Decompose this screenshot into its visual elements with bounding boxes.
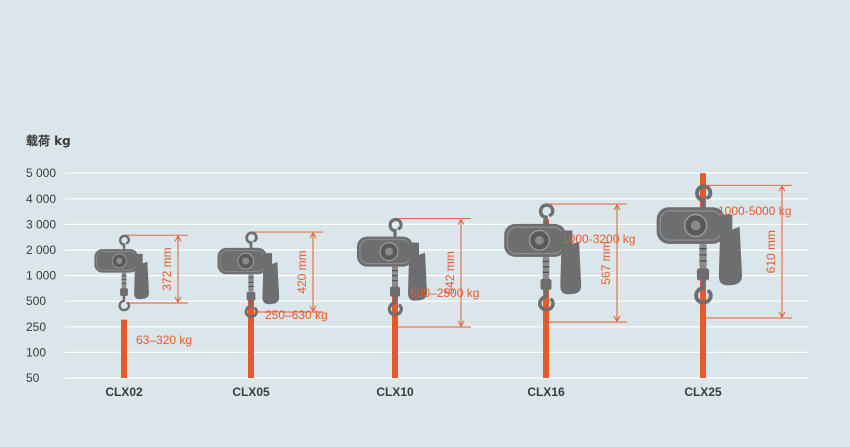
y-tick-label: 1 000 [26, 269, 56, 283]
y-tick-label: 3 000 [26, 217, 56, 231]
dimension-arrow [778, 311, 786, 318]
chain [121, 272, 127, 289]
chain-links [121, 275, 127, 284]
capacity-label: 250–630 kg [265, 308, 328, 322]
motor-hub [385, 247, 393, 256]
bottom-block [246, 291, 256, 301]
chain-links [699, 248, 707, 262]
capacity-label: 1000-3200 kg [562, 232, 635, 246]
chain [248, 274, 254, 292]
bottom-block [120, 288, 128, 296]
y-tick-label: 500 [26, 294, 46, 308]
y-tick-label: 2 000 [26, 243, 56, 257]
capacity-label: 63–320 kg [136, 333, 192, 347]
hoist-clx16 [504, 203, 582, 312]
y-tick-label: 5 000 [26, 166, 56, 180]
chain-bag [560, 241, 582, 295]
bar-clx05 [248, 294, 254, 378]
x-axis-labels: CLX02 CLX05 CLX10 CLX16 CLX25 [105, 385, 722, 399]
chain-bag [134, 261, 149, 300]
x-tick-label: CLX05 [232, 385, 270, 399]
y-tick-label: 4 000 [26, 192, 56, 206]
motor-hub [242, 257, 250, 265]
x-tick-label: CLX16 [527, 385, 565, 399]
y-axis-title: 载荷 kg [26, 133, 71, 148]
top-hook [388, 217, 403, 239]
chain-links [248, 277, 254, 288]
dimension-arrow [309, 232, 317, 239]
capacity-labels: 63–320 kg 250–630 kg 500–2500 kg 1000-3200 … [136, 204, 791, 347]
top-hook [118, 234, 130, 251]
bar-clx02 [121, 319, 127, 378]
dimension-arrow [174, 296, 182, 303]
x-tick-label: CLX10 [376, 385, 414, 399]
headroom-label: 567 mm [599, 241, 613, 284]
y-tick-label: 250 [26, 320, 46, 334]
headroom-label: 372 mm [160, 247, 174, 290]
bar-clx16 [543, 219, 549, 378]
top-hook [245, 231, 258, 250]
top-hook [695, 184, 713, 210]
dimension-arrow [457, 320, 465, 327]
hoist-clx05 [217, 231, 280, 318]
bottom-hook [118, 294, 131, 312]
dimension-arrow [174, 235, 182, 242]
bottom-hook [538, 288, 555, 312]
x-tick-label: CLX02 [105, 385, 143, 399]
headroom-label: 610 mm [764, 230, 778, 273]
dimension-arrow [613, 315, 621, 322]
motor-hub [116, 257, 123, 265]
gear-housing [134, 253, 143, 276]
dimension-arrow [778, 185, 786, 192]
hoist-clx02 [94, 234, 149, 312]
gear-housing [263, 253, 273, 278]
y-tick-label: 100 [26, 345, 46, 359]
hoist-clx25 [656, 184, 743, 305]
bottom-block [540, 278, 552, 290]
top-hook [538, 203, 555, 226]
capacity-label: 500–2500 kg [410, 286, 479, 300]
motor-hub [690, 220, 701, 231]
motor-hub [535, 235, 544, 245]
bottom-block [390, 286, 400, 297]
dimension-arrow [309, 305, 317, 312]
gear-housing [409, 242, 419, 271]
hoists [94, 184, 743, 318]
dimension-arrow [457, 218, 465, 225]
chain-links [392, 270, 398, 282]
chain [392, 266, 398, 287]
x-tick-label: CLX25 [684, 385, 722, 399]
chain-bag [262, 261, 280, 305]
chain-bag [718, 226, 743, 286]
dimension-arrow [613, 204, 621, 211]
bar-clx10 [392, 237, 398, 378]
y-axis-ticks: 50 100 250 500 1 000 2 000 3 000 4 000 5 000 [26, 166, 56, 385]
headroom-label: 542 mm [443, 251, 457, 294]
headroom-dimensions: 372 mm 420 mm 542 mm 567 mm 610 mm [126, 184, 792, 328]
y-tick-label: 50 [26, 371, 40, 385]
grid-lines [65, 172, 808, 379]
capacity-label: 1000-5000 kg [718, 204, 791, 218]
bottom-hook [694, 278, 713, 305]
chain [542, 256, 550, 279]
bottom-block [696, 268, 710, 281]
chain [699, 243, 707, 269]
chain-bag [408, 252, 427, 301]
headroom-label: 420 mm [295, 250, 309, 293]
chain-links [542, 260, 550, 273]
hoist-clx10 [357, 217, 427, 317]
gear-housing [561, 230, 573, 262]
bottom-hook [387, 295, 403, 317]
